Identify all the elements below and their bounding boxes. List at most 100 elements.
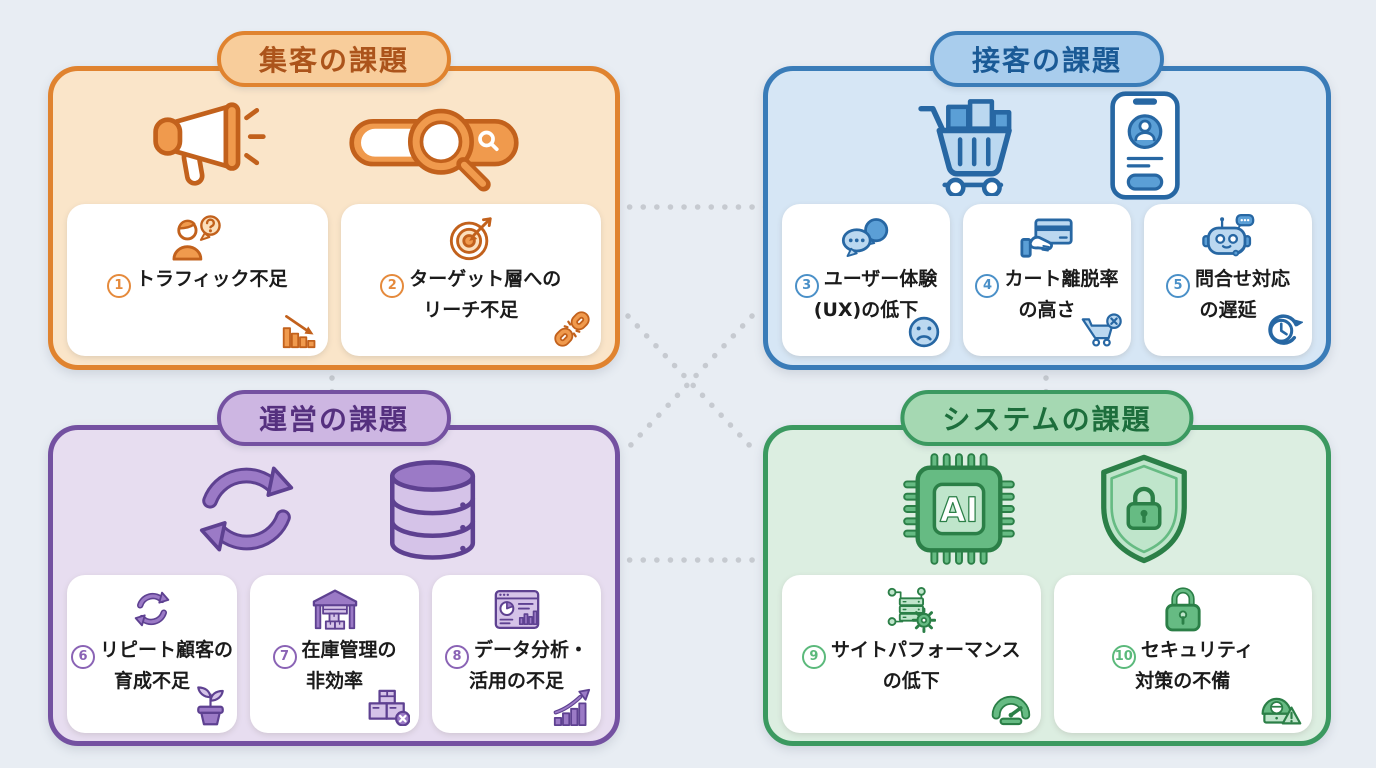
hand-credit-card-icon (1020, 212, 1074, 264)
quadrant-attraction: 集客の課題 (48, 31, 620, 370)
server-network-gear-icon (886, 583, 937, 635)
chatbot-icon (1201, 212, 1255, 264)
sad-face-icon (907, 315, 941, 349)
broken-link-icon (552, 309, 592, 349)
plant-pot-icon (193, 684, 228, 726)
ai-chip-icon: AI (903, 453, 1015, 565)
rising-bar-chart-icon (552, 688, 592, 726)
quadrant-service: 接客の課題 (763, 31, 1331, 370)
number-badge: 3 (794, 273, 819, 298)
card-line1: サイトパフォーマンス (830, 639, 1021, 661)
quadrant-title-pill: 運営の課題 (216, 390, 452, 446)
search-bar-magnifier-icon (349, 108, 519, 192)
number-badge: 9 (801, 644, 826, 669)
shield-lock-icon (1101, 454, 1187, 564)
quadrant-system: システムの課題 AI (763, 390, 1331, 746)
card-line2 (107, 298, 288, 324)
quadrant-title: 運営の課題 (258, 403, 410, 436)
speedometer-icon (989, 688, 1032, 726)
number-badge: 5 (1165, 273, 1190, 298)
number-badge: 6 (71, 644, 95, 669)
hero-icons-row: AI (768, 444, 1326, 574)
analytics-dashboard-icon (494, 583, 540, 635)
quadrant-title: システムの課題 (942, 403, 1152, 436)
connector-diagonal-2 (625, 313, 755, 451)
number-badge: 7 (272, 644, 297, 669)
quadrant-title: 集客の課題 (258, 44, 410, 77)
card-line2: の遅延 (1199, 298, 1257, 321)
card-line2: 非効率 (306, 669, 364, 692)
number-badge: 10 (1111, 644, 1136, 669)
connector-diagonal-1 (625, 313, 755, 451)
number-badge: 1 (106, 273, 131, 298)
card-line2: の低下 (882, 669, 940, 692)
chat-bubbles-icon (841, 212, 891, 264)
card-line2: (UX)の低下 (813, 298, 919, 321)
quadrant-operations: 運営の課題 (48, 390, 620, 746)
card-line1: トラフィック不足 (135, 268, 288, 290)
card-line2: 対策の不備 (1135, 669, 1231, 692)
card-line2: 活用の不足 (469, 669, 565, 692)
hero-icons-row (53, 83, 615, 207)
smartphone-profile-icon (1110, 90, 1180, 200)
cart-remove-icon (1081, 313, 1122, 349)
hero-icons-row (53, 444, 615, 574)
boxes-error-icon (367, 688, 411, 726)
quadrant-title: 接客の課題 (971, 44, 1123, 77)
database-icon (390, 459, 476, 560)
quadrant-title-pill: 接客の課題 (929, 31, 1165, 87)
card-line2: 育成不足 (114, 669, 191, 692)
hero-icons-row (768, 83, 1326, 207)
person-question-icon (171, 212, 223, 264)
declining-bar-chart-icon (281, 311, 319, 349)
quadrant-title-pill: 集客の課題 (216, 31, 452, 87)
card-line1: カート離脱率 (1004, 268, 1119, 290)
card-line1: 在庫管理の (301, 639, 397, 661)
ai-label: AI (940, 490, 978, 529)
quadrant-title-pill: システムの課題 (900, 390, 1194, 446)
number-badge: 2 (380, 273, 405, 298)
card-line1: ターゲット層への (409, 268, 562, 290)
warehouse-icon (311, 583, 359, 635)
number-badge: 8 (445, 644, 469, 669)
card-line1: 問合せ対応 (1194, 268, 1290, 290)
clock-arrow-icon (1263, 309, 1303, 349)
card-line2: の高さ (1018, 298, 1076, 321)
card-line1: データ分析・ (474, 639, 589, 661)
megaphone-icon (153, 101, 266, 186)
padlock-icon (1163, 583, 1203, 635)
hacker-warning-icon (1252, 684, 1303, 726)
card-line2: リーチ不足 (423, 298, 519, 321)
refresh-arrows-icon (132, 583, 172, 635)
number-badge: 4 (975, 273, 1000, 298)
card-line1: ユーザー体験 (823, 268, 938, 290)
cycle-arrows-icon (199, 466, 294, 552)
target-dart-icon (447, 212, 495, 264)
card-line1: リピート顧客の (100, 639, 234, 661)
shopping-cart-icon (918, 99, 1012, 196)
